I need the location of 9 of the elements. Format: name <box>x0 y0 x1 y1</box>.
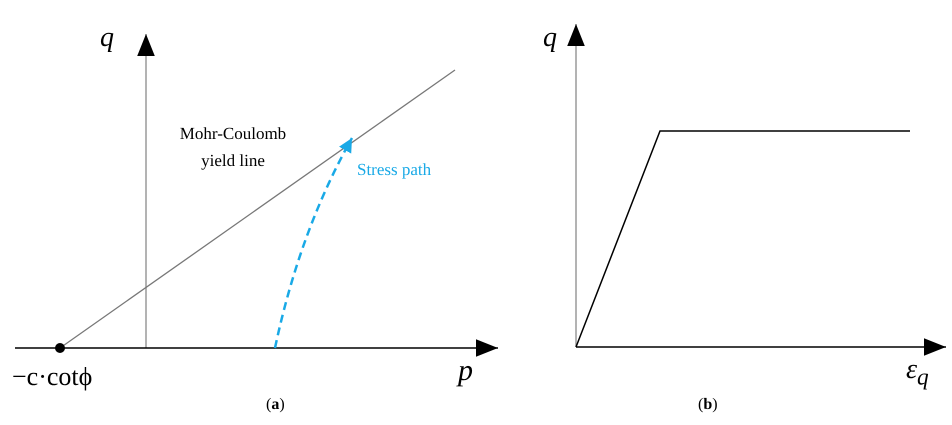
line-label: Mohr-Coulomb yield line <box>178 123 288 172</box>
panel-label: (b) <box>698 396 718 414</box>
axis-label: p <box>458 354 473 388</box>
point-label: −c·cotϕ <box>12 362 92 392</box>
path-label: Stress path <box>357 160 432 180</box>
axis-label: q <box>100 22 114 54</box>
panel-label: (a) <box>266 396 285 414</box>
axis-label: q <box>543 22 557 54</box>
axis-label: ε$_{q}$ <box>906 354 929 392</box>
